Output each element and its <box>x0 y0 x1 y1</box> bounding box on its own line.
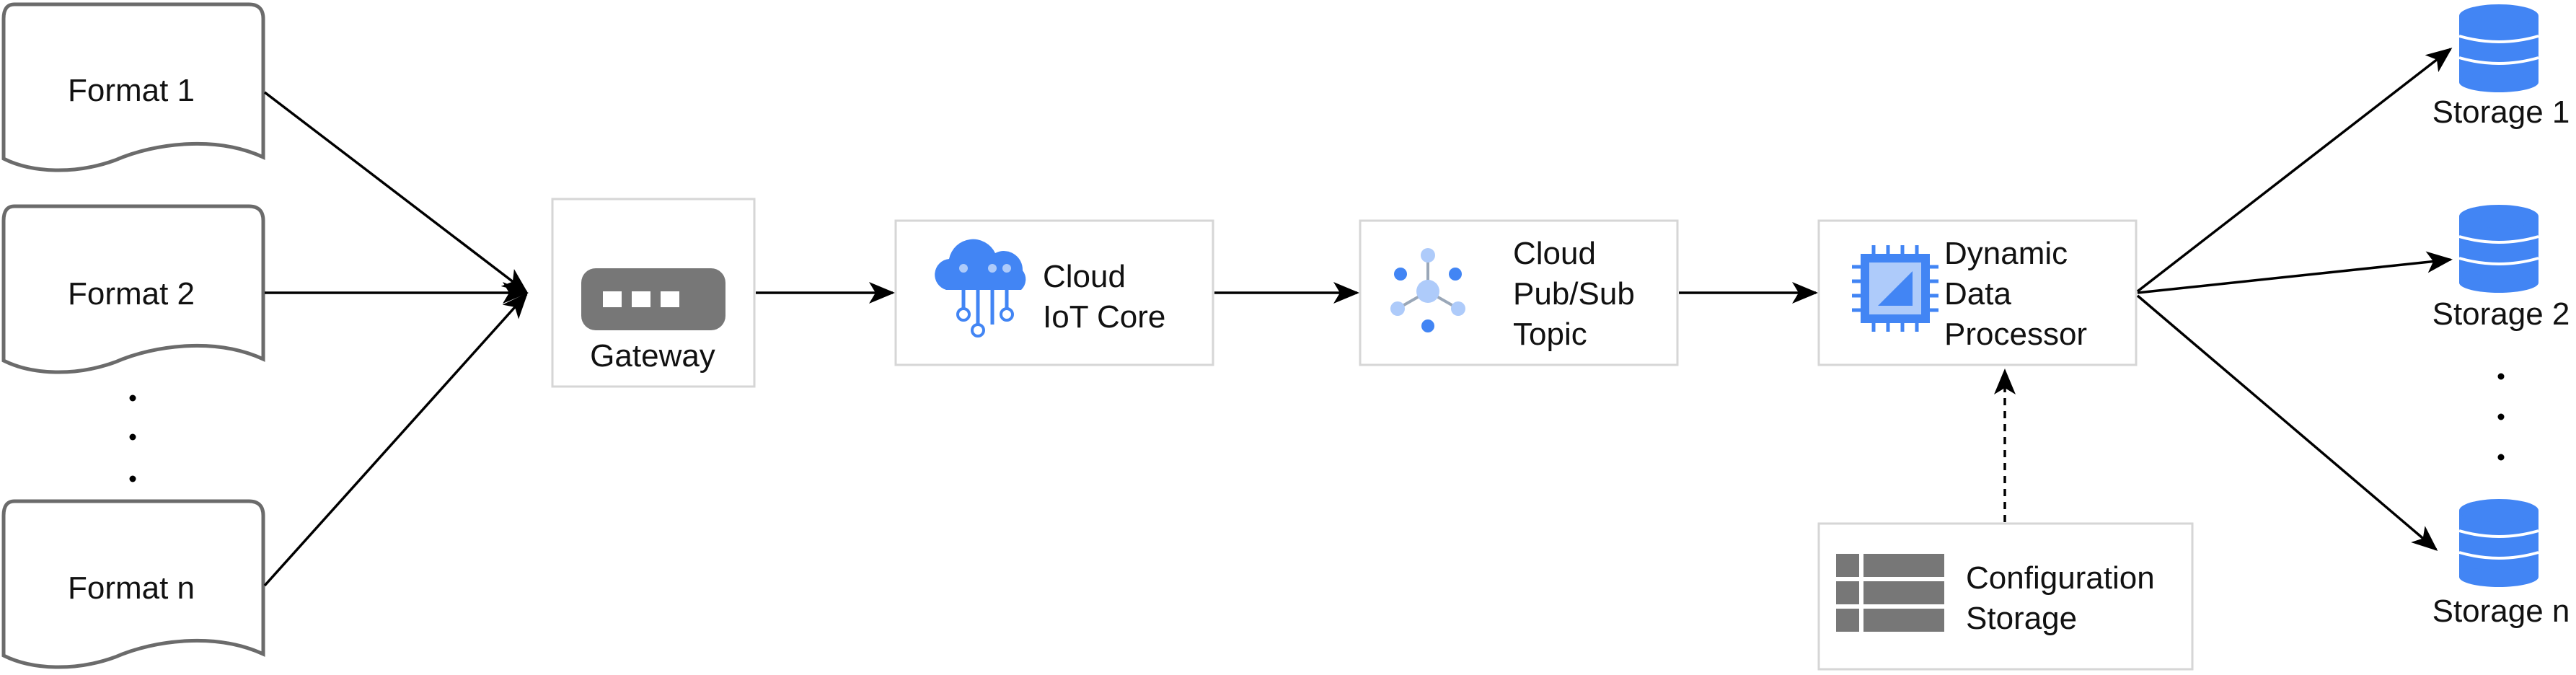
config-label-line1: Configuration <box>1966 560 2155 596</box>
processor-label-line1: Dynamic <box>1944 236 2068 271</box>
storage-1-label: Storage 1 <box>2432 94 2570 130</box>
storage-2-node: Storage 2 <box>2432 205 2570 332</box>
source-format-2-label: Format 2 <box>68 276 195 312</box>
connector-processor-storage2 <box>2137 251 2453 294</box>
processor-node: Dynamic Data Processor <box>1817 219 2138 366</box>
iot-core-icon <box>935 239 1026 338</box>
iot-core-node: Cloud IoT Core <box>894 219 1214 366</box>
connector-processor-storage1 <box>2136 48 2453 293</box>
gateway-icon <box>581 268 725 330</box>
config-label-line2: Storage <box>1966 601 2077 636</box>
iot-core-label-line2: IoT Core <box>1043 299 1165 335</box>
database-icon <box>2458 205 2539 293</box>
gateway-node: Gateway <box>551 198 756 388</box>
pubsub-icon <box>1390 248 1465 332</box>
storage-n-label: Storage n <box>2432 594 2570 629</box>
storage-2-label: Storage 2 <box>2432 296 2570 332</box>
source-format-n-label: Format n <box>68 570 195 606</box>
connector-format1-gateway <box>263 91 529 294</box>
processor-label-line3: Processor <box>1944 317 2087 352</box>
connector-processor-storagen <box>2136 294 2438 551</box>
processor-icon <box>1852 245 1938 332</box>
storage-1-node: Storage 1 <box>2432 4 2570 130</box>
table-icon <box>1836 554 1944 632</box>
pubsub-node: Cloud Pub/Sub Topic <box>1359 219 1679 366</box>
storage-ellipsis <box>2497 373 2505 461</box>
pubsub-label-line2: Pub/Sub <box>1513 276 1635 312</box>
pubsub-label-line3: Topic <box>1513 317 1587 352</box>
database-icon <box>2458 499 2539 587</box>
source-format-n: Format n <box>1 499 265 669</box>
database-icon <box>2458 4 2539 92</box>
iot-core-label-line1: Cloud <box>1043 259 1126 294</box>
processor-label-line2: Data <box>1944 276 2011 312</box>
config-storage-node: Configuration Storage <box>1817 522 2194 671</box>
source-format-1: Format 1 <box>1 2 265 172</box>
source-format-2: Format 2 <box>1 204 265 374</box>
gateway-label: Gateway <box>590 338 715 374</box>
pubsub-label-line1: Cloud <box>1513 236 1596 271</box>
connector-formatn-gateway <box>263 292 529 587</box>
source-format-1-label: Format 1 <box>68 73 195 108</box>
storage-n-node: Storage n <box>2432 499 2570 629</box>
source-ellipsis <box>129 394 136 482</box>
